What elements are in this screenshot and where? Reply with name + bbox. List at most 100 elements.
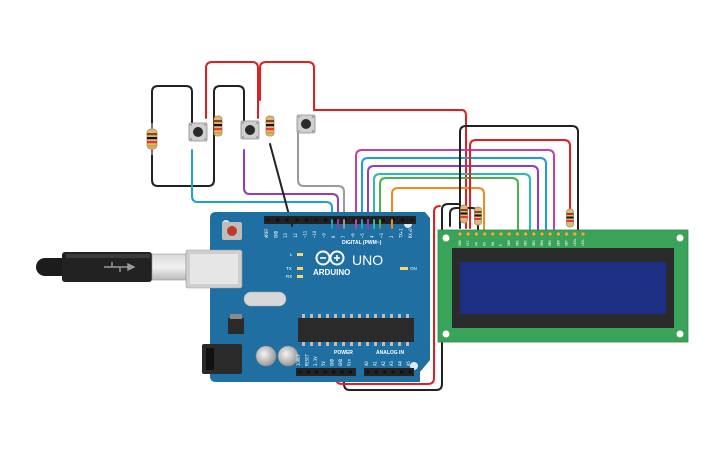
button-3[interactable]: [296, 114, 316, 134]
resistor-6[interactable]: [566, 208, 574, 228]
digital-pin-label: 2: [389, 235, 394, 238]
digital-pin[interactable]: [324, 218, 328, 222]
lcd-pin[interactable]: [547, 231, 553, 237]
wire-blue-button1[interactable]: [191, 149, 333, 229]
chip-leg: [406, 342, 409, 346]
lcd-pin[interactable]: [457, 231, 463, 237]
analog-pin[interactable]: [408, 370, 412, 374]
lcd-pin-label: GND: [458, 240, 462, 246]
lcd-pin[interactable]: [580, 231, 586, 237]
resistor-1[interactable]: [144, 123, 158, 155]
lcd-pin[interactable]: [490, 231, 496, 237]
lcd-pin[interactable]: [482, 231, 487, 237]
lcd-pin[interactable]: [515, 231, 520, 237]
wire-orange-lcd[interactable]: [391, 187, 485, 233]
resistors: [144, 115, 574, 228]
wire-red-5v-top[interactable]: [433, 205, 441, 233]
chip-leg: [310, 314, 313, 318]
wire-teal-lcd[interactable]: [373, 173, 531, 233]
lcd-pin[interactable]: [498, 231, 504, 237]
lcd-pin[interactable]: [523, 231, 528, 237]
lcd-pin[interactable]: [506, 231, 512, 237]
wire-purple-button2[interactable]: [243, 149, 339, 229]
digital-pin[interactable]: [314, 218, 318, 222]
lcd-pin[interactable]: [474, 231, 479, 237]
wire-black-left-bottom[interactable]: [151, 85, 245, 187]
wire-black-gnd-left[interactable]: [441, 203, 461, 211]
digital-pin[interactable]: [410, 218, 414, 222]
power-pin-label: 3.3V: [313, 356, 318, 366]
wire-green-lcd[interactable]: [379, 177, 519, 233]
digital-pin[interactable]: [400, 218, 404, 222]
digital-pin[interactable]: [295, 218, 299, 222]
analog-pin[interactable]: [366, 370, 370, 374]
wire-red-top-span[interactable]: [259, 61, 315, 111]
lcd-pin[interactable]: [572, 231, 578, 237]
power-pin[interactable]: [323, 370, 327, 374]
lcd-pin[interactable]: [539, 231, 545, 237]
button-2[interactable]: [240, 120, 260, 140]
power-pin[interactable]: [332, 370, 336, 374]
digital-pin[interactable]: [352, 218, 356, 222]
lcd-pin-label: DB5: [548, 240, 552, 246]
chip-leg: [318, 314, 321, 318]
lcd-pin[interactable]: [556, 231, 561, 237]
resistor-3[interactable]: [265, 115, 275, 137]
wire-black-left-loop[interactable]: [151, 85, 193, 129]
digital-pin-label: 13: [283, 233, 288, 238]
resistor-2[interactable]: [213, 115, 223, 137]
power-pin[interactable]: [340, 370, 344, 374]
chip-legs-bottom: [302, 342, 409, 346]
digital-pin[interactable]: [304, 218, 308, 222]
digital-pin-label: 12: [293, 233, 298, 238]
lcd-pin[interactable]: [465, 231, 471, 237]
chip-leg: [350, 314, 353, 318]
wire-ends: [291, 219, 393, 229]
wire-blue-lcd[interactable]: [361, 157, 547, 233]
arduino-logo-icon: [315, 250, 345, 266]
digital-pin[interactable]: [333, 218, 337, 222]
power-pin[interactable]: [315, 370, 319, 374]
wire-purple-lcd[interactable]: [367, 165, 539, 233]
analog-pin-label: A2: [381, 361, 386, 366]
wire-black-lcd-top[interactable]: [459, 125, 579, 233]
lcd-pin-label: LED-: [581, 238, 585, 246]
lcd-pin-label: LED+: [573, 238, 577, 246]
analog-header: [364, 368, 414, 376]
analog-pin[interactable]: [374, 370, 378, 374]
lcd-pin-label: DB3: [532, 240, 536, 246]
usb-cable[interactable]: [36, 252, 187, 282]
power-pin[interactable]: [348, 370, 352, 374]
analog-pin[interactable]: [400, 370, 404, 374]
wire-black-to-gnd-bottom[interactable]: [343, 209, 443, 391]
wire-magenta[interactable]: [355, 149, 555, 233]
chip-leg: [334, 342, 337, 346]
chip-leg: [382, 314, 385, 318]
digital-pin[interactable]: [266, 218, 270, 222]
analog-pin-label: A4: [398, 361, 403, 366]
digital-pin[interactable]: [362, 218, 366, 222]
lcd-pin-label: VCC: [466, 240, 470, 246]
wire-red-lcd-right[interactable]: [469, 139, 571, 229]
analog-pin[interactable]: [383, 370, 387, 374]
reset-button[interactable]: [222, 222, 242, 240]
power-pin[interactable]: [298, 370, 302, 374]
lcd-pin-label: DB6: [556, 240, 560, 246]
analog-pin[interactable]: [391, 370, 395, 374]
digital-pin[interactable]: [381, 218, 385, 222]
lcd-pin[interactable]: [564, 231, 569, 237]
wire-red-to-lcd[interactable]: [313, 109, 467, 229]
button-1[interactable]: [188, 122, 208, 142]
digital-pin[interactable]: [285, 218, 289, 222]
resistor-4[interactable]: [460, 204, 468, 224]
digital-pin[interactable]: [276, 218, 280, 222]
wire-gray-button3[interactable]: [297, 127, 345, 229]
resistor-5[interactable]: [474, 206, 482, 226]
lcd-pin[interactable]: [531, 231, 537, 237]
wire-red-top-buttons[interactable]: [205, 61, 259, 119]
power-pin[interactable]: [306, 370, 310, 374]
